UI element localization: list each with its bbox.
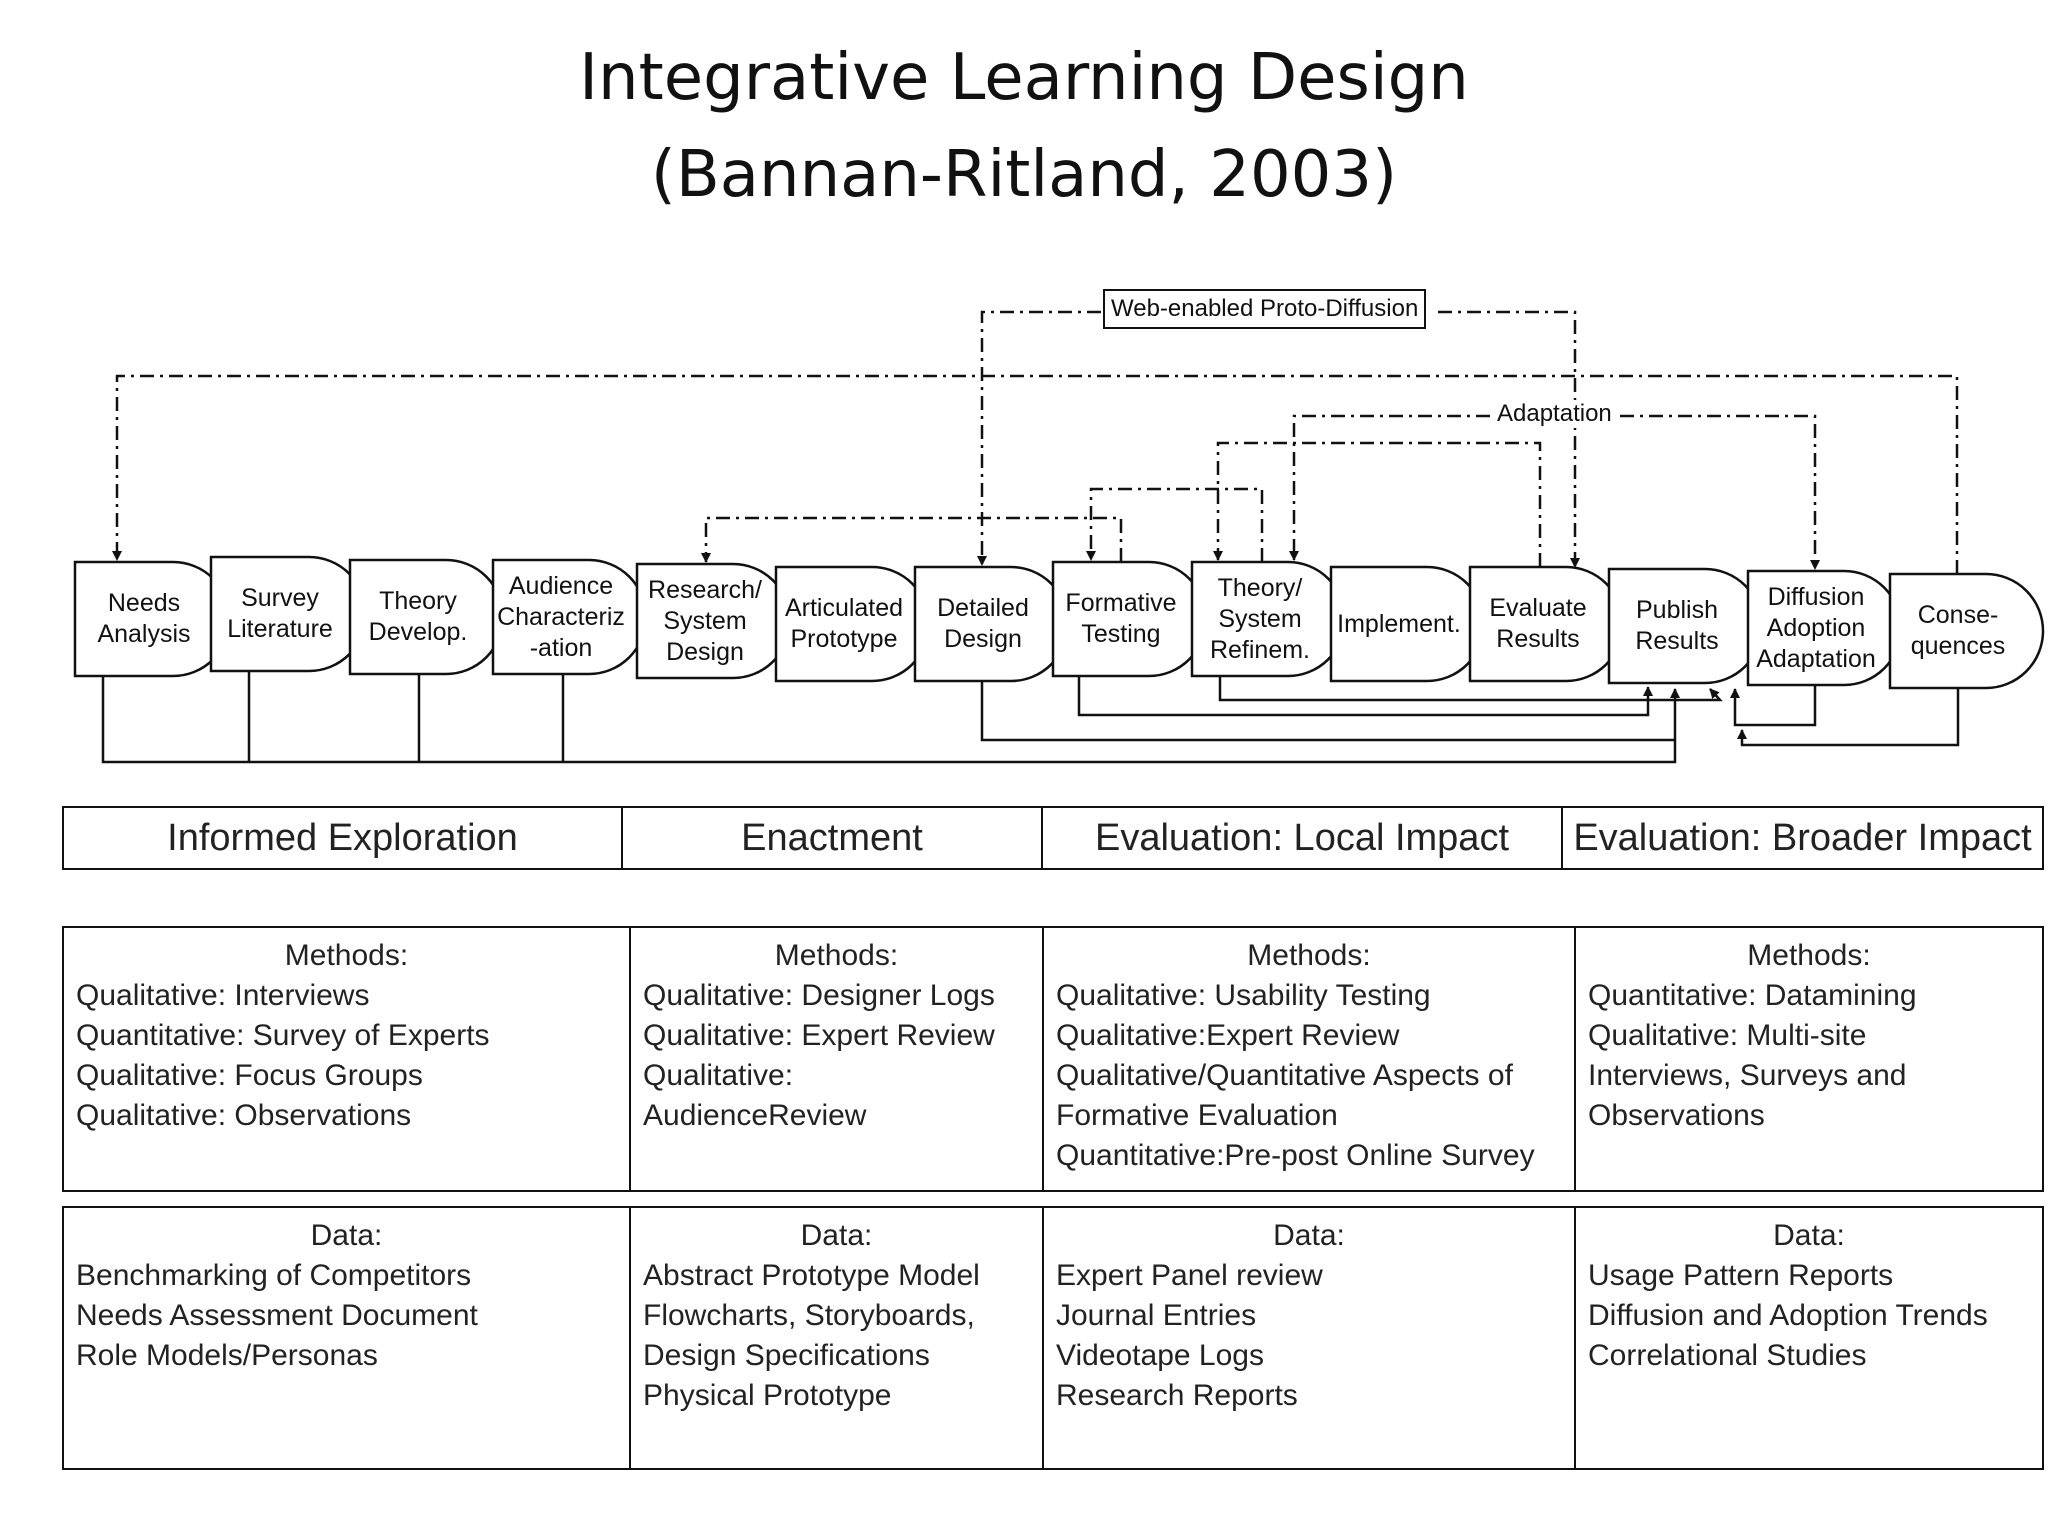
line-detailed-to-publish	[980, 681, 1675, 742]
methods-item: Qualitative: Focus Groups	[76, 1059, 423, 1092]
dashed-connectors	[112, 310, 1959, 574]
methods-item: Qualitative: Usability Testing	[1056, 979, 1431, 1012]
line-exploration-to-publish	[101, 676, 1680, 764]
methods-item: Qualitative: Interviews	[76, 979, 370, 1012]
adaptation-label: Adaptation	[1495, 400, 1614, 428]
phase-local-impact: Evaluation: Local Impact	[1043, 808, 1563, 868]
methods-item: Qualitative: Multi-site	[1588, 1019, 1867, 1052]
methods-item: Formative Evaluation	[1056, 1099, 1338, 1132]
methods-heading: Methods:	[774, 939, 899, 972]
proto-diffusion-label: Web-enabled Proto-Diffusion	[1103, 289, 1427, 329]
line-refinement-to-publish	[1218, 676, 1723, 702]
stage-label-refinement: Theory/ System Refinem.	[1209, 573, 1311, 664]
data-item: Physical Prototype	[643, 1379, 892, 1412]
dash-proto-to-detailed	[977, 310, 1101, 566]
flow-diagram	[73, 310, 2045, 764]
page-title: Integrative Learning Design	[579, 41, 1469, 115]
data-item: Flowcharts, Storyboards,	[643, 1299, 975, 1332]
dash-formative-to-research	[701, 516, 1123, 563]
methods-heading: Methods:	[1747, 939, 1871, 972]
stage-label-implement: Implement.	[1337, 609, 1461, 638]
data-item: Benchmarking of Competitors	[76, 1259, 472, 1292]
stage-shapes	[73, 555, 2045, 690]
stage-label-diffusion: Diffusion Adoption Adaptation	[1756, 582, 1876, 673]
stage-label-detailed: Detailed Design	[937, 594, 1029, 653]
methods-item: Interviews, Surveys and	[1588, 1059, 1907, 1092]
methods-item: Qualitative: Designer Logs	[643, 979, 995, 1012]
dash-adaptation-to-diffusion	[1620, 414, 1820, 570]
methods-item: Qualitative: Observations	[76, 1099, 412, 1132]
stage-label-needs: Needs Analysis	[97, 589, 191, 648]
stage-label-publish: Publish Results	[1635, 596, 1719, 655]
dash-refinement-to-formative	[1086, 487, 1264, 562]
dash-adaptation-to-refinement	[1289, 414, 1490, 561]
stage-label-articulated: Articulated Prototype	[784, 594, 904, 653]
methods-item: Qualitative: Expert Review	[643, 1019, 995, 1052]
phase-enactment: Enactment	[623, 808, 1043, 868]
solid-connectors	[101, 671, 1960, 764]
phase-row: Informed Exploration Enactment Evaluatio…	[62, 806, 2044, 870]
line-diffusion-to-publish	[1730, 685, 1817, 727]
methods-item: Quantitative: Survey of Experts	[76, 1019, 490, 1052]
page-subtitle: (Bannan-Ritland, 2003)	[650, 138, 1398, 212]
data-item: Diffusion and Adoption Trends	[1588, 1299, 1988, 1332]
dash-proto-to-evaluate	[1438, 310, 1580, 568]
data-item: Journal Entries	[1056, 1299, 1257, 1332]
data-item: Expert Panel review	[1056, 1259, 1323, 1292]
stage-label-formative: Formative Testing	[1065, 589, 1177, 648]
stage-label-audience: Audience Characteriz -ation	[497, 571, 625, 662]
data-item: Needs Assessment Document	[76, 1299, 478, 1332]
data-item: Usage Pattern Reports	[1588, 1259, 1894, 1292]
line-consequences-to-publish	[1737, 688, 1960, 747]
dash-evaluate-to-refinement	[1213, 441, 1542, 567]
data-item: Videotape Logs	[1056, 1339, 1264, 1372]
data-heading: Data:	[800, 1219, 873, 1252]
data-heading: Data:	[1273, 1219, 1345, 1252]
data-item: Role Models/Personas	[76, 1339, 378, 1372]
methods-heading: Methods:	[284, 939, 409, 972]
stage-label-evaluate: Evaluate Results	[1489, 594, 1587, 653]
data-item: Research Reports	[1056, 1379, 1298, 1412]
stage-label-survey: Survey Literature	[227, 584, 333, 643]
stage-box-consequences	[1888, 572, 2045, 690]
data-heading: Data:	[1773, 1219, 1845, 1252]
phase-broader-impact: Evaluation: Broader Impact	[1573, 816, 2032, 859]
stage-label-research: Research/ System Design	[648, 575, 762, 666]
methods-item: Observations	[1588, 1099, 1765, 1132]
stage-label-theory: Theory Develop.	[368, 587, 468, 646]
methods-item: Quantitative: Datamining	[1588, 979, 1917, 1012]
methods-item: Quantitative:Pre-post Online Survey	[1056, 1139, 1535, 1172]
data-heading: Data:	[310, 1219, 383, 1252]
methods-item: Qualitative/Quantitative Aspects of	[1056, 1059, 1513, 1092]
methods-item: AudienceReview	[643, 1099, 867, 1132]
dash-consequences-to-needs	[112, 374, 1959, 574]
stage-label-consequences: Conse- quences	[1910, 601, 2006, 660]
data-item: Abstract Prototype Model	[643, 1259, 980, 1292]
data-item: Correlational Studies	[1588, 1339, 1867, 1372]
data-item: Design Specifications	[643, 1339, 930, 1372]
methods-item: Qualitative:Expert Review	[1056, 1019, 1400, 1052]
phase-informed-exploration: Informed Exploration	[64, 808, 623, 868]
methods-item: Qualitative:	[643, 1059, 794, 1092]
methods-heading: Methods:	[1247, 939, 1371, 972]
